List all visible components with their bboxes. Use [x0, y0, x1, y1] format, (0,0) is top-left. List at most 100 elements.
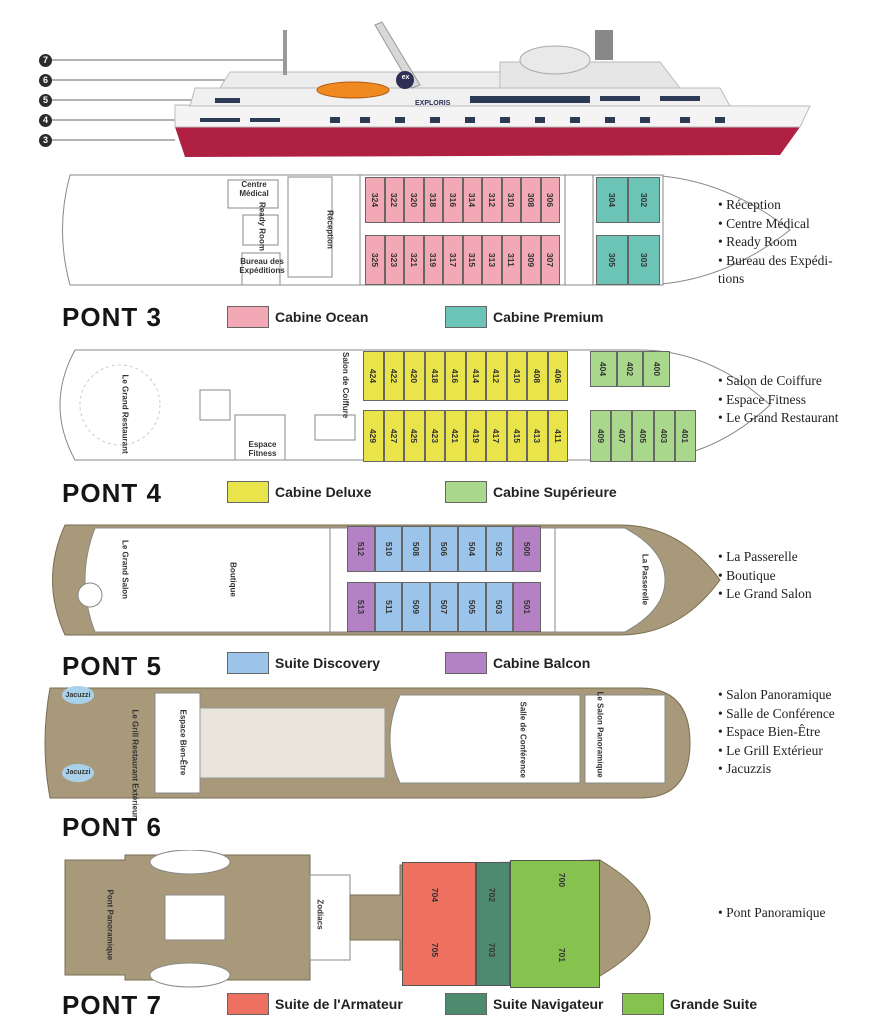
cabin-308: 308	[521, 177, 541, 223]
cabin-number: 309	[525, 252, 536, 268]
feature-item: • Ready Room	[718, 234, 797, 249]
cabin-number: 418	[429, 368, 440, 384]
cabin-number: 419	[470, 428, 481, 444]
cabin-429: 429	[363, 410, 384, 462]
cabin-number: 429	[368, 428, 379, 444]
cabin-number: 411	[552, 429, 563, 443]
legend-swatch	[445, 652, 487, 674]
cabin-number: 703	[487, 942, 498, 958]
cabin-number: 501	[522, 599, 533, 615]
cabin-424: 424	[363, 351, 384, 401]
cabin-number: 415	[511, 428, 522, 444]
cabin-422: 422	[383, 351, 404, 401]
grande-suite-block	[510, 860, 600, 988]
cabin-number: 506	[439, 541, 450, 557]
cabin-number: 314	[467, 192, 478, 208]
feature-item: • Espace Bien-Être	[718, 724, 821, 739]
cabin-511: 511	[374, 582, 403, 632]
cabin-320: 320	[404, 177, 424, 223]
cabin-number: 404	[598, 361, 609, 377]
cabin-306: 306	[540, 177, 560, 223]
deck-3-features: • Réception • Centre Médical • Ready Roo…	[718, 196, 833, 289]
deck-badge-6: 6	[39, 74, 52, 87]
legend-item: Suite Discovery	[227, 652, 380, 674]
cabin-number: 511	[383, 600, 394, 614]
cabin-427: 427	[383, 410, 404, 462]
deck-5-features: • La Passerelle • Boutique • Le Grand Sa…	[718, 548, 812, 604]
legend-label: Suite Discovery	[275, 655, 381, 671]
legend-label: Suite Navigateur	[493, 996, 604, 1012]
legend-label: Grande Suite	[670, 996, 758, 1012]
cabin-number: 512	[355, 541, 366, 557]
area-salon-panoramique: Le Salon Panoramique	[595, 691, 605, 778]
cabin-number: 316	[447, 192, 458, 208]
cabin-number: 322	[389, 192, 400, 208]
cabin-number: 424	[368, 368, 379, 384]
cabin-number: 425	[409, 428, 420, 444]
legend-item: Cabine Deluxe	[227, 481, 371, 503]
cabin-502: 502	[485, 526, 514, 572]
cabin-number: 500	[522, 541, 533, 557]
deck-badge-7: 7	[39, 54, 52, 67]
cabin-309: 309	[521, 235, 541, 285]
legend-item: Suite Navigateur	[445, 993, 603, 1015]
cabin-505: 505	[457, 582, 486, 632]
legend-item: Suite de l'Armateur	[227, 993, 403, 1015]
cabin-number: 302	[639, 192, 649, 208]
cabin-number: 410	[511, 368, 522, 384]
area-zodiacs: Zodiacs	[315, 899, 325, 930]
legend-swatch	[227, 993, 269, 1015]
cabin-number: 407	[616, 428, 627, 444]
suite-navigateur-block	[476, 862, 510, 986]
cabin-number: 705	[430, 942, 441, 958]
cabin-413: 413	[527, 410, 548, 462]
area-jacuzzi: Jacuzzi	[65, 769, 91, 776]
feature-item: • La Passerelle	[718, 549, 798, 564]
deck-badge-4: 4	[39, 114, 52, 127]
feature-item: • Le Grand Salon	[718, 586, 812, 601]
feature-item: • Le Grill Extérieur	[718, 742, 823, 758]
area-jacuzzi: Jacuzzi	[65, 692, 91, 699]
cabin-number: 414	[470, 368, 481, 384]
legend-label: Cabine Deluxe	[275, 484, 372, 500]
legend-label: Suite de l'Armateur	[275, 996, 403, 1012]
cabin-315: 315	[462, 235, 482, 285]
cabin-number: 509	[411, 599, 422, 615]
cabin-number: 308	[525, 192, 536, 208]
cabin-417: 417	[486, 410, 507, 462]
cabin-312: 312	[482, 177, 502, 223]
cabin-number: 505	[466, 599, 477, 615]
feature-item: • Réception	[718, 197, 781, 212]
legend-label: Cabine Balcon	[493, 655, 591, 671]
area-passerelle: La Passerelle	[640, 553, 650, 606]
cabin-513: 513	[347, 582, 375, 632]
cabin-number: 312	[486, 192, 497, 208]
cabin-number: 311	[506, 253, 517, 267]
area-centre-medical: Centre Médical	[239, 180, 269, 198]
cabin-305: 305	[596, 235, 628, 285]
cabin-number: 325	[369, 252, 380, 268]
cabin-314: 314	[462, 177, 482, 223]
cabin-number: 423	[429, 428, 440, 444]
area-pont-panoramique: Pont Panoramique	[105, 889, 115, 961]
cabin-number: 416	[450, 368, 461, 384]
legend-item: Cabine Premium	[445, 306, 603, 328]
cabin-313: 313	[482, 235, 502, 285]
feature-item: • Boutique	[718, 567, 776, 583]
deck-6-plan	[44, 686, 691, 799]
deck-7-features: • Pont Panoramique	[718, 904, 825, 923]
cabin-410: 410	[506, 351, 527, 401]
cabin-322: 322	[384, 177, 404, 223]
feature-item: tions	[718, 271, 745, 286]
legend-swatch	[445, 993, 487, 1015]
cabin-400: 400	[643, 351, 671, 387]
deck-title: PONT 4	[62, 478, 162, 508]
cabin-319: 319	[423, 235, 443, 285]
cabin-401: 401	[674, 410, 697, 462]
area-reception: Réception	[325, 210, 335, 249]
cabin-303: 303	[628, 235, 660, 285]
area-salon-coiffure: Salon de Coiffure	[341, 352, 350, 419]
